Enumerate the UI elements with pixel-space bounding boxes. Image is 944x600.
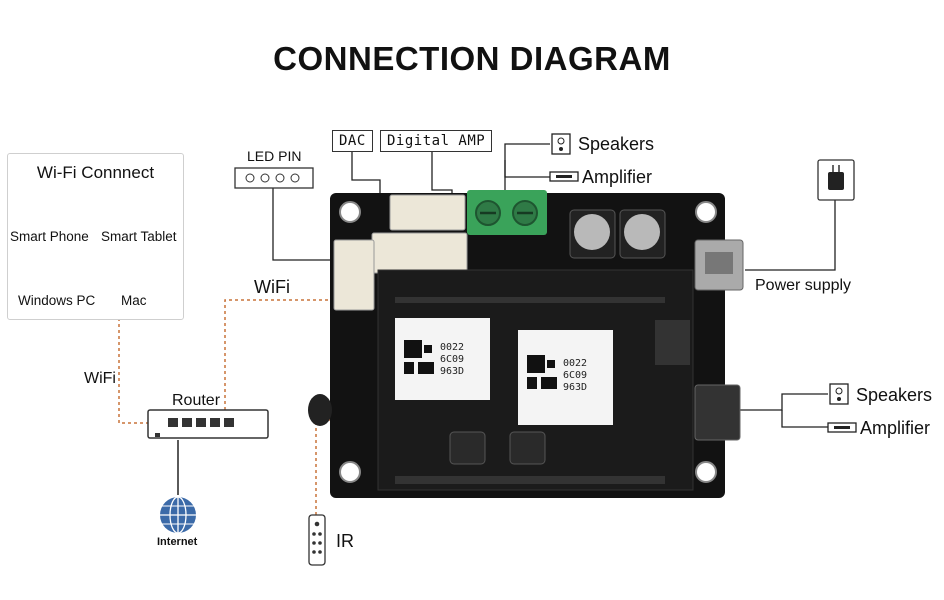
qr-left-line: 6C09 (440, 354, 465, 365)
led-pin-header (234, 167, 314, 189)
speaker-icon (829, 383, 849, 405)
led-connector (333, 239, 375, 311)
amplifier-top-line (504, 160, 550, 178)
speakers-right-label: Speakers (856, 385, 933, 405)
qr-left-line: 963D (440, 366, 465, 377)
amplifier-icon (827, 422, 857, 433)
led-pin-line (272, 188, 340, 261)
amp-line (431, 152, 453, 200)
inductor (449, 431, 486, 465)
power-supply-label: Power supply (755, 277, 852, 294)
led-pin-label: LED PIN (247, 148, 302, 164)
device-label-tablet: Smart Tablet (101, 229, 177, 244)
router-icon (147, 409, 269, 439)
mount-hole (339, 201, 361, 223)
flash-chip (655, 320, 690, 365)
device-label-mac: Mac (121, 293, 147, 308)
qr-right-line: 963D (563, 382, 588, 393)
dac-connector (389, 194, 466, 231)
speakers-top-label: Speakers (578, 134, 655, 154)
power-line (745, 200, 836, 271)
wifi-connect-title: Wi-Fi Connnect (36, 163, 155, 182)
wifi-left-label: WiFi (84, 370, 116, 387)
dac-line (351, 152, 381, 200)
mount-hole (695, 201, 717, 223)
digital-amp-label: Digital AMP (380, 130, 493, 152)
globe-icon (160, 496, 196, 534)
remote-icon (308, 514, 326, 566)
power-plug-icon (817, 159, 855, 201)
speaker-icon (551, 133, 571, 155)
ir-link (315, 419, 330, 515)
ir-receiver (308, 394, 332, 426)
audio-jack (694, 384, 741, 441)
wifi-link-left (118, 318, 148, 424)
ir-label: IR (336, 531, 354, 551)
amplifier-right-label: Amplifier (860, 418, 931, 438)
diagram-title: CONNECTION DIAGRAM (273, 40, 671, 77)
dac-label: DAC (332, 130, 373, 152)
audio-board (308, 190, 744, 498)
audio-right-line (740, 393, 828, 411)
mount-hole (695, 461, 717, 483)
internet-label: Internet (157, 536, 198, 548)
qr-right-line: 0022 (563, 358, 588, 369)
qr-chip-right-text: 0022 6C09 963D (563, 358, 587, 394)
qr-left-line: 0022 (440, 342, 465, 353)
speaker-top-line (504, 143, 550, 160)
inductor (509, 431, 546, 465)
header-pins-top (395, 297, 665, 303)
qr-chip-left (395, 318, 490, 400)
amplifier-top-label: Amplifier (582, 167, 653, 187)
amplifier-icon (549, 171, 579, 182)
device-label-smartphone: Smart Phone (10, 229, 89, 244)
amp-connector (371, 232, 468, 274)
qr-chip-left-text: 0022 6C09 963D (440, 342, 464, 378)
header-pins-bottom (395, 476, 665, 484)
device-label-windows-pc: Windows PC (18, 293, 96, 308)
wifi-link-board (224, 299, 334, 410)
wifi-board-label: WiFi (254, 277, 290, 297)
qr-right-line: 6C09 (563, 370, 588, 381)
wifi-connect-panel: Wi-Fi Connnect Smart Phone Smart Tablet … (7, 153, 184, 320)
router-label: Router (172, 392, 221, 409)
mount-hole (339, 461, 361, 483)
